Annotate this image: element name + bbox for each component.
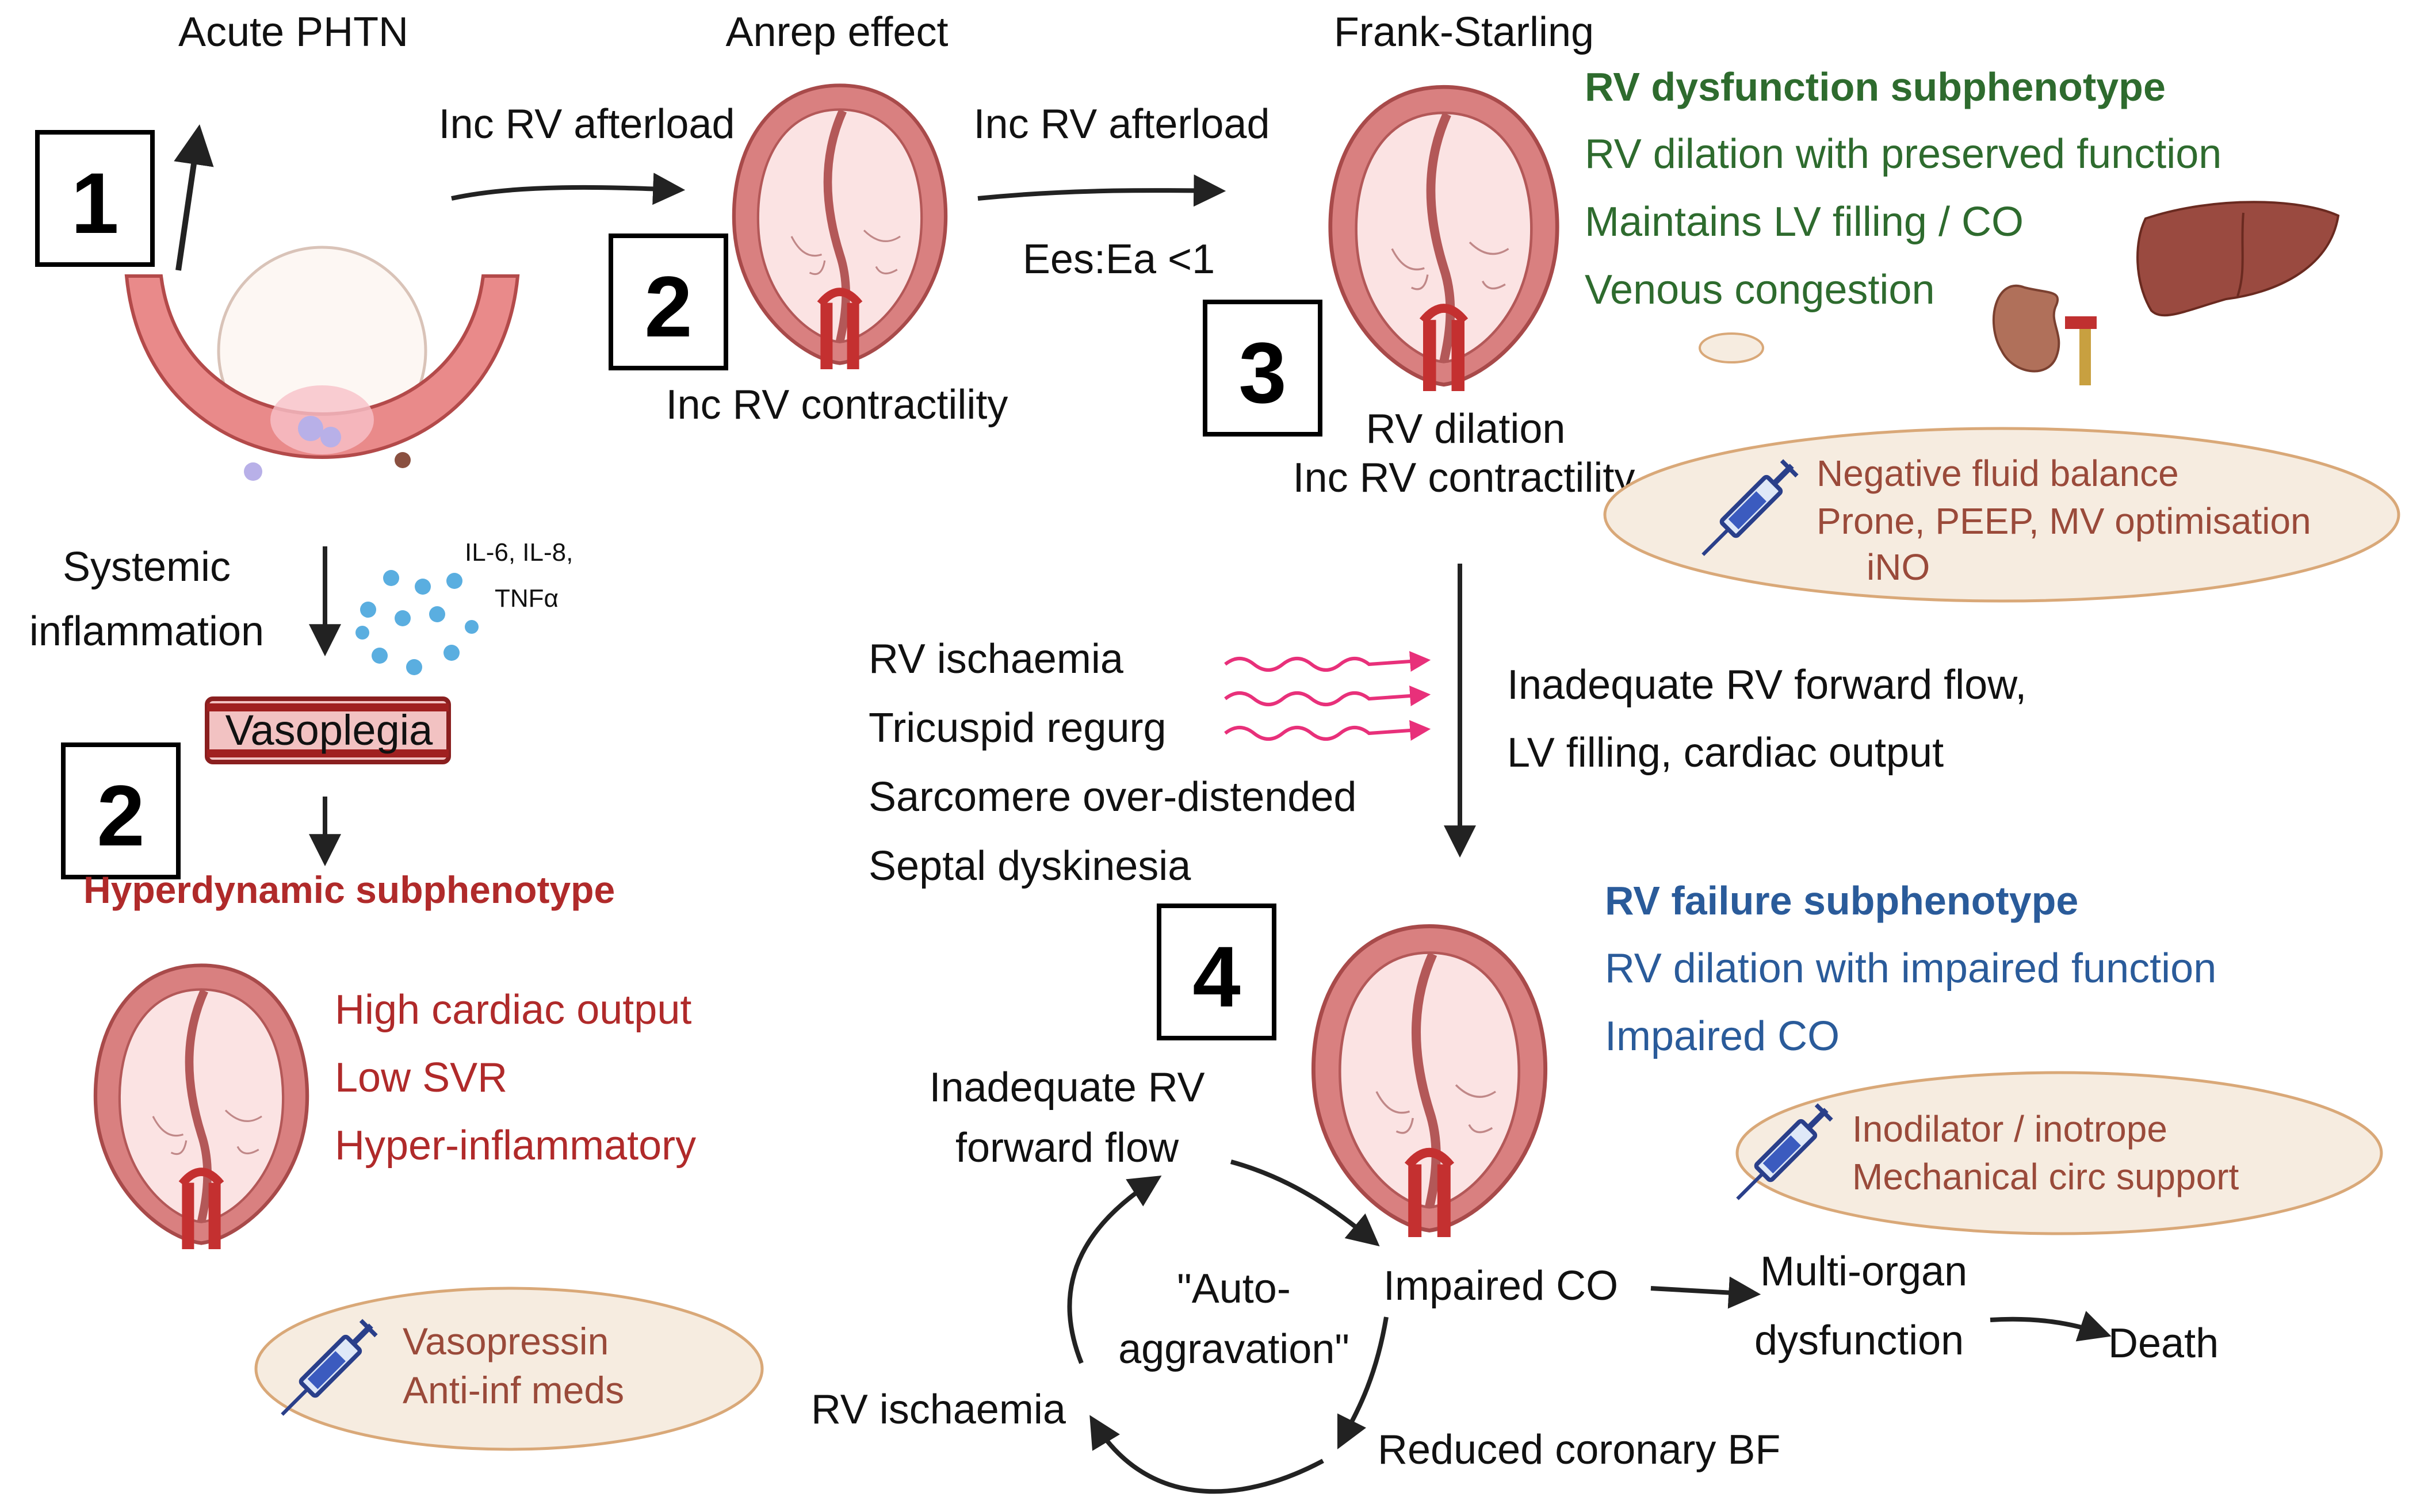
cytokines-line1: IL-6, IL-8, <box>465 538 573 566</box>
vasoplegia-vessel-icon <box>205 696 451 764</box>
cycle-arrow-4 <box>1067 1175 1162 1364</box>
ees-ea-label: Ees:Ea <1 <box>1023 236 1215 282</box>
alveolus-vessel-icon <box>124 246 520 481</box>
failure-subphenotype-title: RV failure subphenotype <box>1605 878 2078 923</box>
arrow-to-death <box>1990 1311 2112 1342</box>
anrep-contractility: Inc RV contractility <box>666 382 1008 428</box>
stage1-number-box <box>35 130 155 267</box>
cytokines-line2: TNFα <box>495 584 559 613</box>
hyperdynamic-treatment-1: Vasopressin <box>403 1320 609 1362</box>
frank-starling-title: Frank-Starling <box>1334 9 1594 55</box>
hyperdynamic-number: 2 <box>97 767 144 864</box>
cycle-center-line2: aggravation" <box>1118 1326 1349 1372</box>
dysfunction-treatment-3: iNO <box>1867 546 1930 588</box>
transition-result-line1: Inadequate RV forward flow, <box>1507 662 2026 708</box>
liver-icon <box>2136 201 2340 317</box>
cycle-center-line1: "Auto- <box>1177 1266 1291 1312</box>
dysfunction-feature-3: Venous congestion <box>1585 267 1934 313</box>
stage3-contractility: Inc RV contractility <box>1293 455 1635 501</box>
stage1-number: 1 <box>71 155 118 251</box>
stage3-number: 3 <box>1238 324 1286 421</box>
death-label: Death <box>2108 1320 2219 1366</box>
hyperdynamic-feature-1: High cardiac output <box>335 987 691 1033</box>
cycle-group: Inadequate RV forward flow "Auto- aggrav… <box>811 1065 2219 1494</box>
cycle-flow-line2: forward flow <box>955 1125 1179 1171</box>
dysfunction-treatment-cloud <box>1603 427 2400 603</box>
failure-feature-2: Impaired CO <box>1605 1013 1840 1059</box>
hyperdynamic-treatment-cloud <box>254 1287 764 1451</box>
anrep-heart-icon <box>734 86 946 370</box>
transition-result-line2: LV filling, cardiac output <box>1507 730 1944 776</box>
cycle-flow-line1: Inadequate RV <box>929 1065 1204 1111</box>
hyperdynamic-feature-2: Low SVR <box>335 1055 507 1101</box>
stage2-number-box <box>609 234 728 370</box>
hyperdynamic-treatment-2: Anti-inf meds <box>403 1369 624 1411</box>
multi-organ-line1: Multi-organ <box>1760 1249 1967 1295</box>
multi-organ-line2: dysfunction <box>1754 1318 1964 1364</box>
cycle-arrow-1 <box>1230 1159 1380 1247</box>
cycle-arrow-3 <box>1089 1415 1324 1494</box>
stress-arrows <box>1224 651 1431 741</box>
anrep-title: Anrep effect <box>726 9 949 55</box>
hyperdynamic-group: 2 Hyperdynamic subphenotype High cardiac… <box>61 742 764 1451</box>
stage2-number: 2 <box>644 258 692 355</box>
transition-cause-2: Tricuspid regurg <box>869 705 1167 751</box>
hyperdynamic-title: Hyperdynamic subphenotype <box>83 868 615 911</box>
stage2-group: Anrep effect Inc RV afterload 2 Inc RV c… <box>439 9 1270 428</box>
transition-cause-3: Sarcomere over-distended <box>869 774 1356 820</box>
afterload-in-label: Inc RV afterload <box>439 101 735 147</box>
stage4-number: 4 <box>1192 928 1240 1025</box>
vasoplegia-label: Vasoplegia <box>225 706 434 754</box>
hyperdynamic-heart-icon <box>95 966 307 1250</box>
dysfunction-treatment-2: Prone, PEEP, MV optimisation <box>1817 500 2311 542</box>
failure-treatment-2: Mechanical circ support <box>1852 1156 2239 1197</box>
stage3-number-box <box>1203 300 1322 437</box>
arrow-afterload-out <box>977 174 1226 207</box>
dysfunction-feature-1: RV dilation with preserved function <box>1585 131 2221 177</box>
acute-phtn-label: Acute PHTN <box>178 9 408 55</box>
inflammation-line1: Systemic <box>63 544 231 590</box>
cycle-reduced-bf: Reduced coronary BF <box>1378 1427 1780 1473</box>
failure-treatment-cloud <box>1735 1071 2383 1235</box>
dysfunction-feature-2: Maintains LV filling / CO <box>1585 199 2024 245</box>
dysfunction-subphenotype-title: RV dysfunction subphenotype <box>1585 64 2166 109</box>
stage1-group: Acute PHTN 1 Systemic inflammation IL-6,… <box>29 9 573 867</box>
stage4-group: 4 RV failure subphenotype RV dilation wi… <box>1157 878 2383 1238</box>
cloud-puff <box>1699 332 1764 363</box>
hyperdynamic-feature-3: Hyper-inflammatory <box>335 1123 696 1169</box>
cytokine-particles <box>355 570 479 675</box>
cycle-arrow-2 <box>1337 1316 1389 1450</box>
failure-feature-1: RV dilation with impaired function <box>1605 946 2216 992</box>
kidney-icon <box>1993 285 2097 385</box>
arrow-to-multi-organ <box>1650 1276 1761 1309</box>
transition-group: RV ischaemia Tricuspid regurg Sarcomere … <box>869 636 2026 889</box>
arrow-afterload-in <box>451 173 686 205</box>
cycle-impaired-co: Impaired CO <box>1383 1263 1618 1309</box>
afterload-out-label: Inc RV afterload <box>974 101 1270 147</box>
arrow-to-acute-phtn <box>174 124 214 271</box>
cycle-ischaemia: RV ischaemia <box>811 1387 1066 1433</box>
failure-treatment-1: Inodilator / inotrope <box>1852 1108 2167 1150</box>
frank-starling-heart-icon <box>1330 87 1557 391</box>
stage4-number-box <box>1157 904 1276 1040</box>
transition-cause-4: Septal dyskinesia <box>869 843 1191 889</box>
hyperdynamic-number-box <box>61 742 181 879</box>
failure-heart-icon <box>1313 927 1545 1238</box>
stage3-group: Frank-Starling 3 RV dilation Inc RV cont… <box>1203 9 2400 858</box>
inflammation-line2: inflammation <box>29 608 264 654</box>
transition-cause-1: RV ischaemia <box>869 636 1124 682</box>
stage3-dilation: RV dilation <box>1366 406 1566 452</box>
dysfunction-treatment-1: Negative fluid balance <box>1817 453 2179 494</box>
